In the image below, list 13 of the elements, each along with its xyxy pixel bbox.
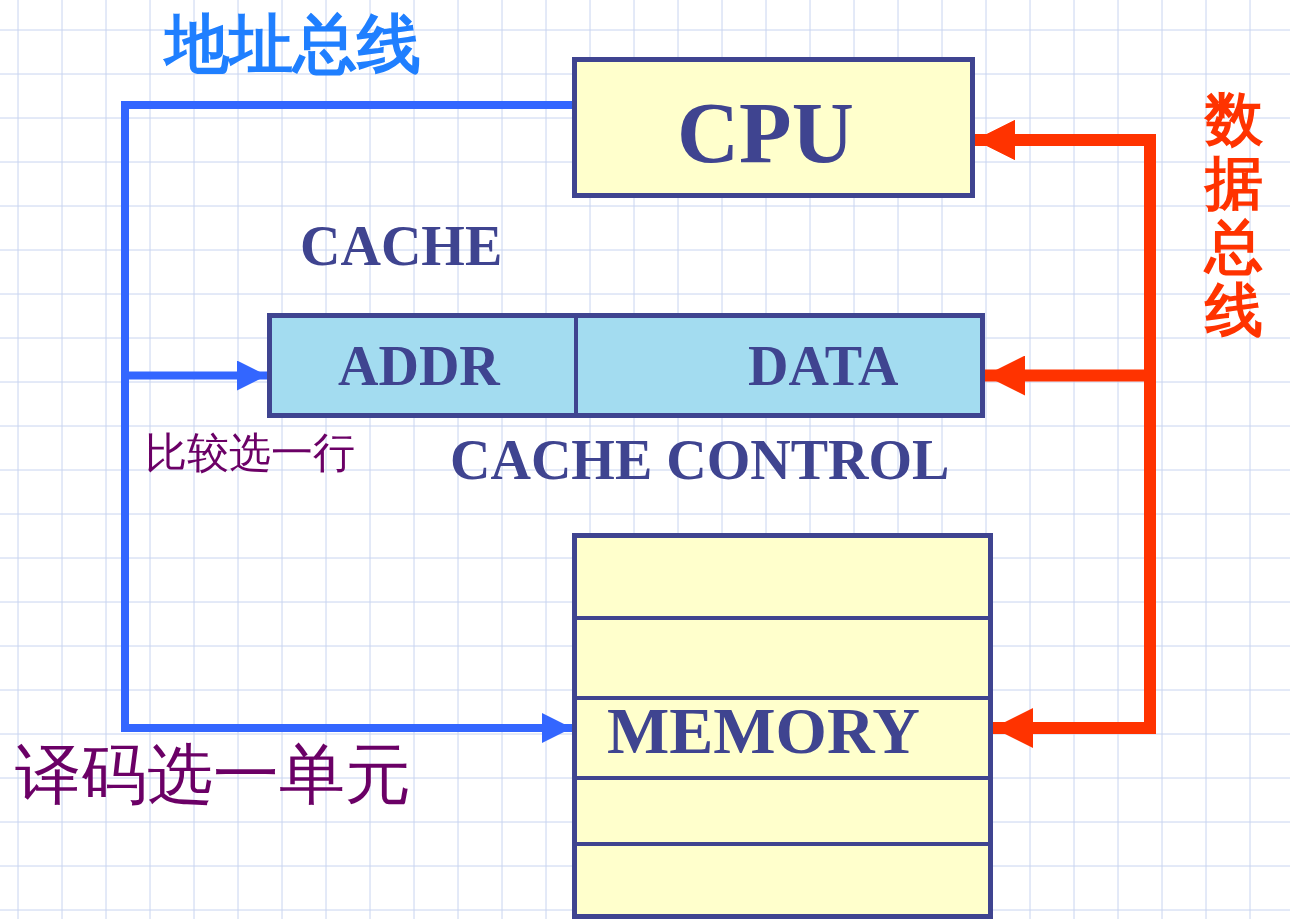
edge-label: 比较选一行 (145, 432, 355, 474)
box-label: ADDR (338, 338, 500, 394)
bus-label: 数据总线 (1205, 88, 1263, 344)
bus-label: 地址总线 (165, 12, 421, 76)
bus-label: CACHE CONTROL (450, 432, 950, 488)
box-label: CPU (677, 90, 854, 176)
box-label: MEMORY (607, 698, 920, 764)
bus-arrow (121, 101, 572, 743)
box-heading: CACHE (300, 218, 503, 274)
edge-label: 译码选一单元 (15, 742, 411, 808)
component-box (572, 57, 975, 198)
box-label: DATA (748, 338, 899, 394)
component-box (572, 533, 993, 919)
